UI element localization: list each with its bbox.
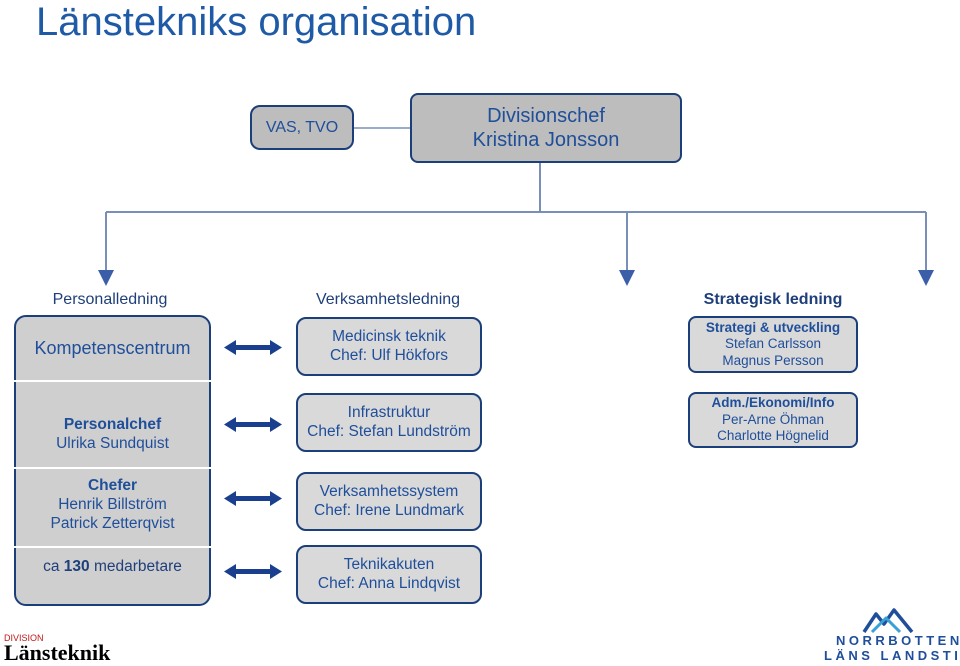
unit-chief: Chef: Stefan Lundström — [307, 422, 471, 440]
chefer-role: Chefer — [87, 477, 138, 494]
staff-count-block: ca 130 medarbetare — [14, 558, 211, 577]
double-arrow-2 — [224, 417, 282, 432]
unit-box-medicinsk-teknik: Medicinsk teknik Chef: Ulf Hökfors — [296, 317, 482, 376]
division-chief-role: Divisionschef — [487, 104, 605, 127]
staff-count: 130 — [63, 558, 90, 575]
strategy-box: Strategi & utveckling Stefan Carlsson Ma… — [688, 316, 858, 373]
double-arrow-4 — [224, 564, 282, 579]
staff-suffix: medarbetare — [89, 558, 182, 575]
personalledning-panel — [14, 315, 211, 606]
panel-divider-3 — [14, 546, 211, 548]
double-arrow-1 — [224, 340, 282, 355]
logo-line-1: NORRBOTTENS — [836, 633, 960, 648]
personalchef-block: Personalchef Ulrika Sundquist — [14, 416, 211, 454]
strategy-title: Strategi & utveckling — [705, 319, 841, 335]
admin-title: Adm./Ekonomi/Info — [711, 395, 835, 411]
division-chief-name: Kristina Jonsson — [472, 129, 620, 151]
chefer-block: Chefer Henrik Billström Patrick Zetterqv… — [14, 477, 211, 534]
unit-chief: Chef: Anna Lindqvist — [317, 574, 461, 592]
panel-divider-2 — [14, 467, 211, 469]
chefer-name-2: Patrick Zetterqvist — [50, 514, 175, 532]
vas-tvo-box: VAS, TVO — [250, 105, 354, 150]
admin-person-1: Per-Arne Öhman — [721, 411, 825, 427]
unit-name: Verksamhetssystem — [319, 482, 459, 500]
personalchef-name: Ulrika Sundquist — [56, 434, 169, 452]
personalchef-role: Personalchef — [63, 416, 162, 433]
strategisk-ledning-heading: Strategisk ledning — [703, 291, 843, 308]
verksamhetsledning-heading: Verksamhetsledning — [315, 291, 461, 308]
unit-chief: Chef: Ulf Hökfors — [329, 346, 448, 364]
kompetenscentrum-label: Kompetenscentrum — [34, 338, 191, 358]
norrbotten-logo-icon — [862, 608, 914, 634]
staff-prefix: ca — [43, 558, 64, 575]
strategy-person-2: Magnus Persson — [722, 352, 824, 368]
unit-box-verksamhetssystem: Verksamhetssystem Chef: Irene Lundmark — [296, 472, 482, 531]
double-arrow-3 — [224, 491, 282, 506]
personalledning-heading: Personalledning — [52, 291, 168, 308]
division-chief-box: Divisionschef Kristina Jonsson — [410, 93, 682, 163]
unit-name: Teknikakuten — [343, 555, 435, 573]
vas-tvo-label: VAS, TVO — [265, 118, 339, 136]
unit-name: Infrastruktur — [347, 403, 431, 421]
double-arrows — [224, 340, 282, 579]
page-title: Länstekniks organisation — [36, 0, 477, 44]
unit-name: Medicinsk teknik — [332, 327, 446, 345]
footer-division-name: Länsteknik — [4, 640, 111, 665]
admin-person-2: Charlotte Högnelid — [717, 428, 829, 444]
unit-chief: Chef: Irene Lundmark — [314, 501, 464, 519]
strategy-person-1: Stefan Carlsson — [724, 336, 822, 352]
footer-division-label: DIVISION — [4, 633, 44, 643]
chefer-name-1: Henrik Billström — [58, 495, 167, 513]
logo-line-2: LÄNS LANDSTING — [824, 648, 960, 663]
unit-box-teknikakuten: Teknikakuten Chef: Anna Lindqvist — [296, 545, 482, 604]
unit-box-infrastruktur: Infrastruktur Chef: Stefan Lundström — [296, 393, 482, 452]
panel-divider-1 — [14, 380, 211, 382]
admin-box: Adm./Ekonomi/Info Per-Arne Öhman Charlot… — [688, 392, 858, 448]
